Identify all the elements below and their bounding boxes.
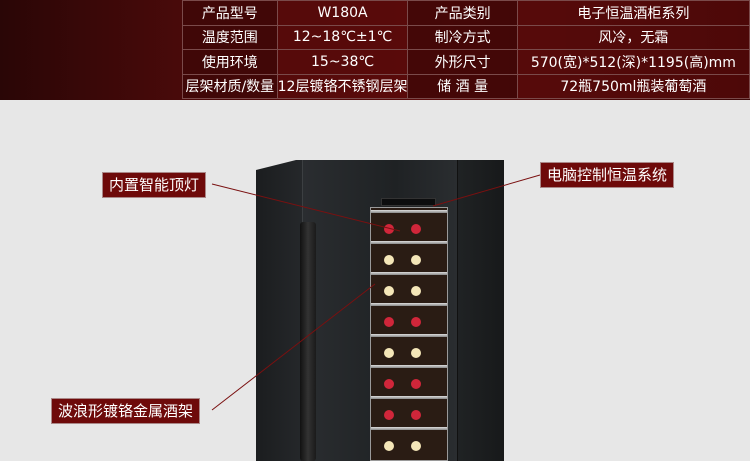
spec-value: W180A bbox=[276, 0, 409, 26]
wine-bottle-red bbox=[411, 224, 421, 234]
callout-control-system: 电脑控制恒温系统 bbox=[540, 162, 675, 188]
wine-bottle-white bbox=[411, 286, 421, 296]
wine-bottle-white bbox=[411, 441, 421, 451]
door-handle bbox=[300, 222, 316, 461]
wine-bottle-red bbox=[411, 379, 421, 389]
wine-shelf bbox=[371, 272, 447, 275]
spec-value: 12~18℃±1℃ bbox=[276, 24, 409, 50]
spec-value: 风冷，无霜 bbox=[516, 24, 750, 50]
wine-shelf bbox=[371, 334, 447, 337]
wine-shelf bbox=[371, 427, 447, 430]
spec-key: 外形尺寸 bbox=[407, 49, 518, 75]
wine-bottle-white bbox=[384, 441, 394, 451]
wine-bottle-red bbox=[384, 379, 394, 389]
wine-shelf bbox=[371, 396, 447, 399]
spec-value: 12层镀铬不锈钢层架 bbox=[276, 73, 409, 99]
spec-key: 层架材质/数量 bbox=[182, 73, 278, 99]
wine-bottle-white bbox=[384, 255, 394, 265]
wine-shelf bbox=[371, 210, 447, 213]
wine-bottle-red bbox=[411, 317, 421, 327]
wine-bottle-white bbox=[384, 348, 394, 358]
spec-key: 产品类别 bbox=[407, 0, 518, 26]
spec-value: 电子恒温酒柜系列 bbox=[516, 0, 750, 26]
wine-bottle-red bbox=[411, 410, 421, 420]
spec-key: 储 酒 量 bbox=[407, 73, 518, 99]
wine-bottle-white bbox=[411, 348, 421, 358]
spec-value: 570(宽)*512(深)*1195(高)mm bbox=[516, 49, 750, 75]
control-panel-display bbox=[381, 198, 436, 206]
wine-bottle-white bbox=[384, 286, 394, 296]
wine-bottle-red bbox=[384, 224, 394, 234]
spec-key: 制冷方式 bbox=[407, 24, 518, 50]
wine-shelf bbox=[371, 303, 447, 306]
spec-key: 温度范围 bbox=[182, 24, 278, 50]
spec-value: 72瓶750ml瓶装葡萄酒 bbox=[516, 73, 750, 99]
wine-shelf bbox=[371, 365, 447, 368]
spec-value: 15~38℃ bbox=[276, 49, 409, 75]
callout-top-light: 内置智能顶灯 bbox=[102, 172, 207, 198]
wine-bottle-white bbox=[411, 255, 421, 265]
callout-wine-rack: 波浪形镀铬金属酒架 bbox=[51, 398, 201, 424]
wine-bottle-red bbox=[384, 317, 394, 327]
wine-bottle-red bbox=[384, 410, 394, 420]
spec-key: 使用环境 bbox=[182, 49, 278, 75]
spec-key: 产品型号 bbox=[182, 0, 278, 26]
wine-shelf bbox=[371, 241, 447, 244]
glass-window bbox=[370, 207, 448, 461]
